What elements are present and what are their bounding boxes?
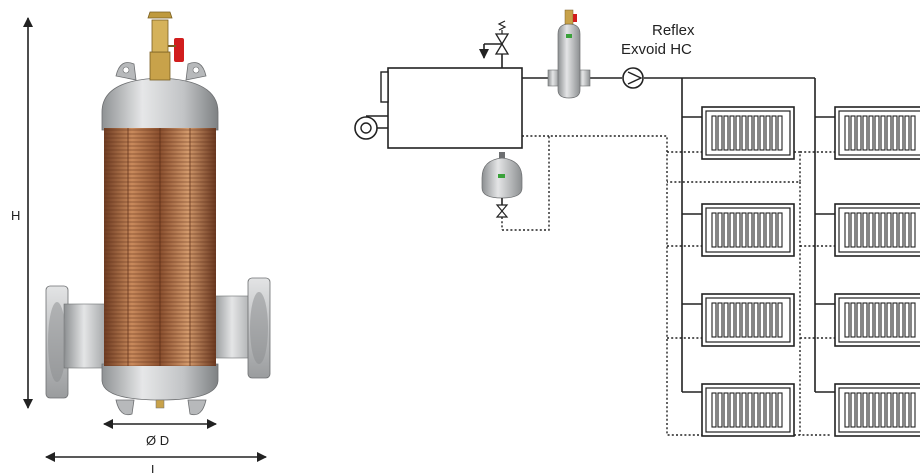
exvoid-separator-icon bbox=[547, 9, 591, 99]
outlet-flange bbox=[211, 277, 271, 379]
vessel-body bbox=[101, 62, 219, 416]
radiator bbox=[834, 293, 920, 347]
circulation-pump-symbol bbox=[622, 67, 644, 89]
system-schematic: Reflex Exvoid HC bbox=[354, 9, 920, 437]
radiator-column-1 bbox=[701, 106, 795, 437]
radiator bbox=[701, 203, 795, 257]
radiator bbox=[834, 203, 920, 257]
height-label: H bbox=[11, 208, 20, 223]
valve-handle bbox=[174, 38, 184, 62]
product-name-line2: Exvoid HC bbox=[621, 41, 692, 58]
diameter-label: Ø D bbox=[146, 433, 169, 448]
radiator-column-2 bbox=[834, 106, 920, 437]
length-label: L bbox=[151, 462, 158, 473]
expansion-vessel-symbol bbox=[481, 152, 523, 230]
air-vent-valve bbox=[147, 11, 184, 81]
product-rendering: H bbox=[11, 11, 271, 473]
boiler-symbol bbox=[354, 67, 523, 149]
radiator bbox=[701, 293, 795, 347]
radiator bbox=[701, 383, 795, 437]
safety-valve-symbol bbox=[479, 20, 510, 68]
radiator bbox=[701, 106, 795, 160]
radiator bbox=[834, 106, 920, 160]
radiator bbox=[834, 383, 920, 437]
product-name-line1: Reflex bbox=[652, 22, 695, 39]
